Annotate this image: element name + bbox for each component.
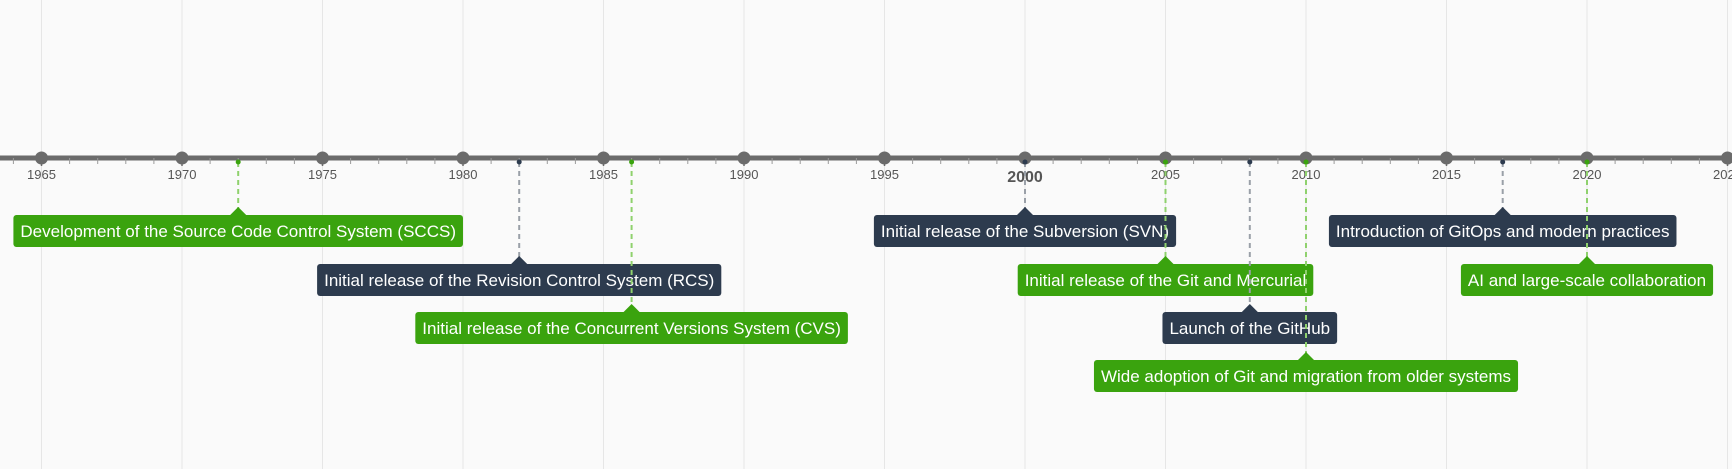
timeline-event[interactable]: Introduction of GitOps and modern practi… xyxy=(1328,159,1677,248)
event-pointer xyxy=(1241,304,1258,312)
event-dot xyxy=(1163,159,1168,165)
event-box xyxy=(1017,264,1314,296)
event-label: AI and large-scale collaboration xyxy=(1468,271,1706,290)
event-dot xyxy=(1247,159,1253,165)
timeline-event[interactable]: Development of the Source Code Control S… xyxy=(13,159,463,248)
event-dot xyxy=(1022,159,1028,165)
event-dot xyxy=(235,159,241,165)
event-pointer xyxy=(1157,256,1174,264)
event-box xyxy=(873,215,1177,247)
event-box xyxy=(415,312,848,344)
event-box xyxy=(1162,312,1338,344)
event-label: Launch of the GitHub xyxy=(1169,319,1330,338)
event-box xyxy=(13,215,463,247)
year-marker-1985 xyxy=(597,151,610,165)
event-dot xyxy=(629,159,635,165)
timeline-event[interactable]: Initial release of the Concurrent Versio… xyxy=(415,159,848,345)
timeline-event[interactable]: Initial release of the Subversion (SVN) xyxy=(873,159,1177,248)
year-marker-1970 xyxy=(175,151,189,165)
event-pointer xyxy=(230,207,247,215)
tick-label-2025: 2025 xyxy=(1713,167,1732,182)
year-marker-1980 xyxy=(456,151,470,165)
tick-label-1980: 1980 xyxy=(449,167,478,182)
event-box xyxy=(1093,360,1519,392)
event-dot xyxy=(1303,159,1309,165)
event-label: Development of the Source Code Control S… xyxy=(20,222,456,241)
tick-label-2000: 2000 xyxy=(1007,169,1043,186)
tick-label-1985: 1985 xyxy=(589,167,618,182)
timeline-event[interactable]: Launch of the GitHub xyxy=(1162,159,1338,345)
year-marker-2020 xyxy=(1580,151,1594,165)
tick-label-2015: 2015 xyxy=(1432,167,1461,182)
event-pointer xyxy=(1298,352,1314,360)
year-marker-2010 xyxy=(1299,151,1313,165)
year-marker-1995 xyxy=(878,151,891,165)
tick-label-1970: 1970 xyxy=(168,167,197,182)
tick-label-1990: 1990 xyxy=(730,167,759,182)
event-pointer xyxy=(623,304,640,312)
event-pointer xyxy=(511,256,528,264)
event-box xyxy=(1328,215,1677,247)
event-dot xyxy=(1500,159,1506,165)
event-label: Initial release of the Concurrent Versio… xyxy=(422,319,841,338)
year-marker-2025 xyxy=(1721,151,1732,165)
event-label: Initial release of the Revision Control … xyxy=(324,271,714,290)
year-marker-1990 xyxy=(737,151,751,165)
timeline-event[interactable]: Initial release of the Revision Control … xyxy=(317,159,722,297)
axis-layer: 1965197019751980198519901995200020052010… xyxy=(0,151,1732,186)
year-marker-2015 xyxy=(1440,151,1453,165)
timeline-event[interactable]: Initial release of the Git and Mercurial xyxy=(1017,159,1314,297)
tick-label-1975: 1975 xyxy=(308,167,337,182)
event-label: Initial release of the Subversion (SVN) xyxy=(881,222,1169,241)
event-label: Initial release of the Git and Mercurial xyxy=(1025,271,1307,290)
year-marker-2000 xyxy=(1018,151,1032,165)
event-label: Wide adoption of Git and migration from … xyxy=(1101,367,1511,386)
event-pointer xyxy=(1017,207,1033,215)
timeline-event[interactable]: AI and large-scale collaboration xyxy=(1460,159,1714,297)
tick-label-1995: 1995 xyxy=(870,167,899,182)
timeline-event[interactable]: Wide adoption of Git and migration from … xyxy=(1093,159,1519,393)
event-layer: Development of the Source Code Control S… xyxy=(13,159,1714,393)
event-box xyxy=(317,264,722,296)
year-marker-2005 xyxy=(1159,151,1172,165)
event-label: Introduction of GitOps and modern practi… xyxy=(1336,222,1670,241)
event-pointer xyxy=(1494,207,1511,215)
event-dot xyxy=(1584,159,1590,165)
year-marker-1965 xyxy=(35,151,48,165)
event-box xyxy=(1460,264,1714,296)
year-marker-1975 xyxy=(316,151,329,165)
event-dot xyxy=(516,159,522,165)
event-pointer xyxy=(1579,256,1595,264)
tick-label-1965: 1965 xyxy=(27,167,56,182)
